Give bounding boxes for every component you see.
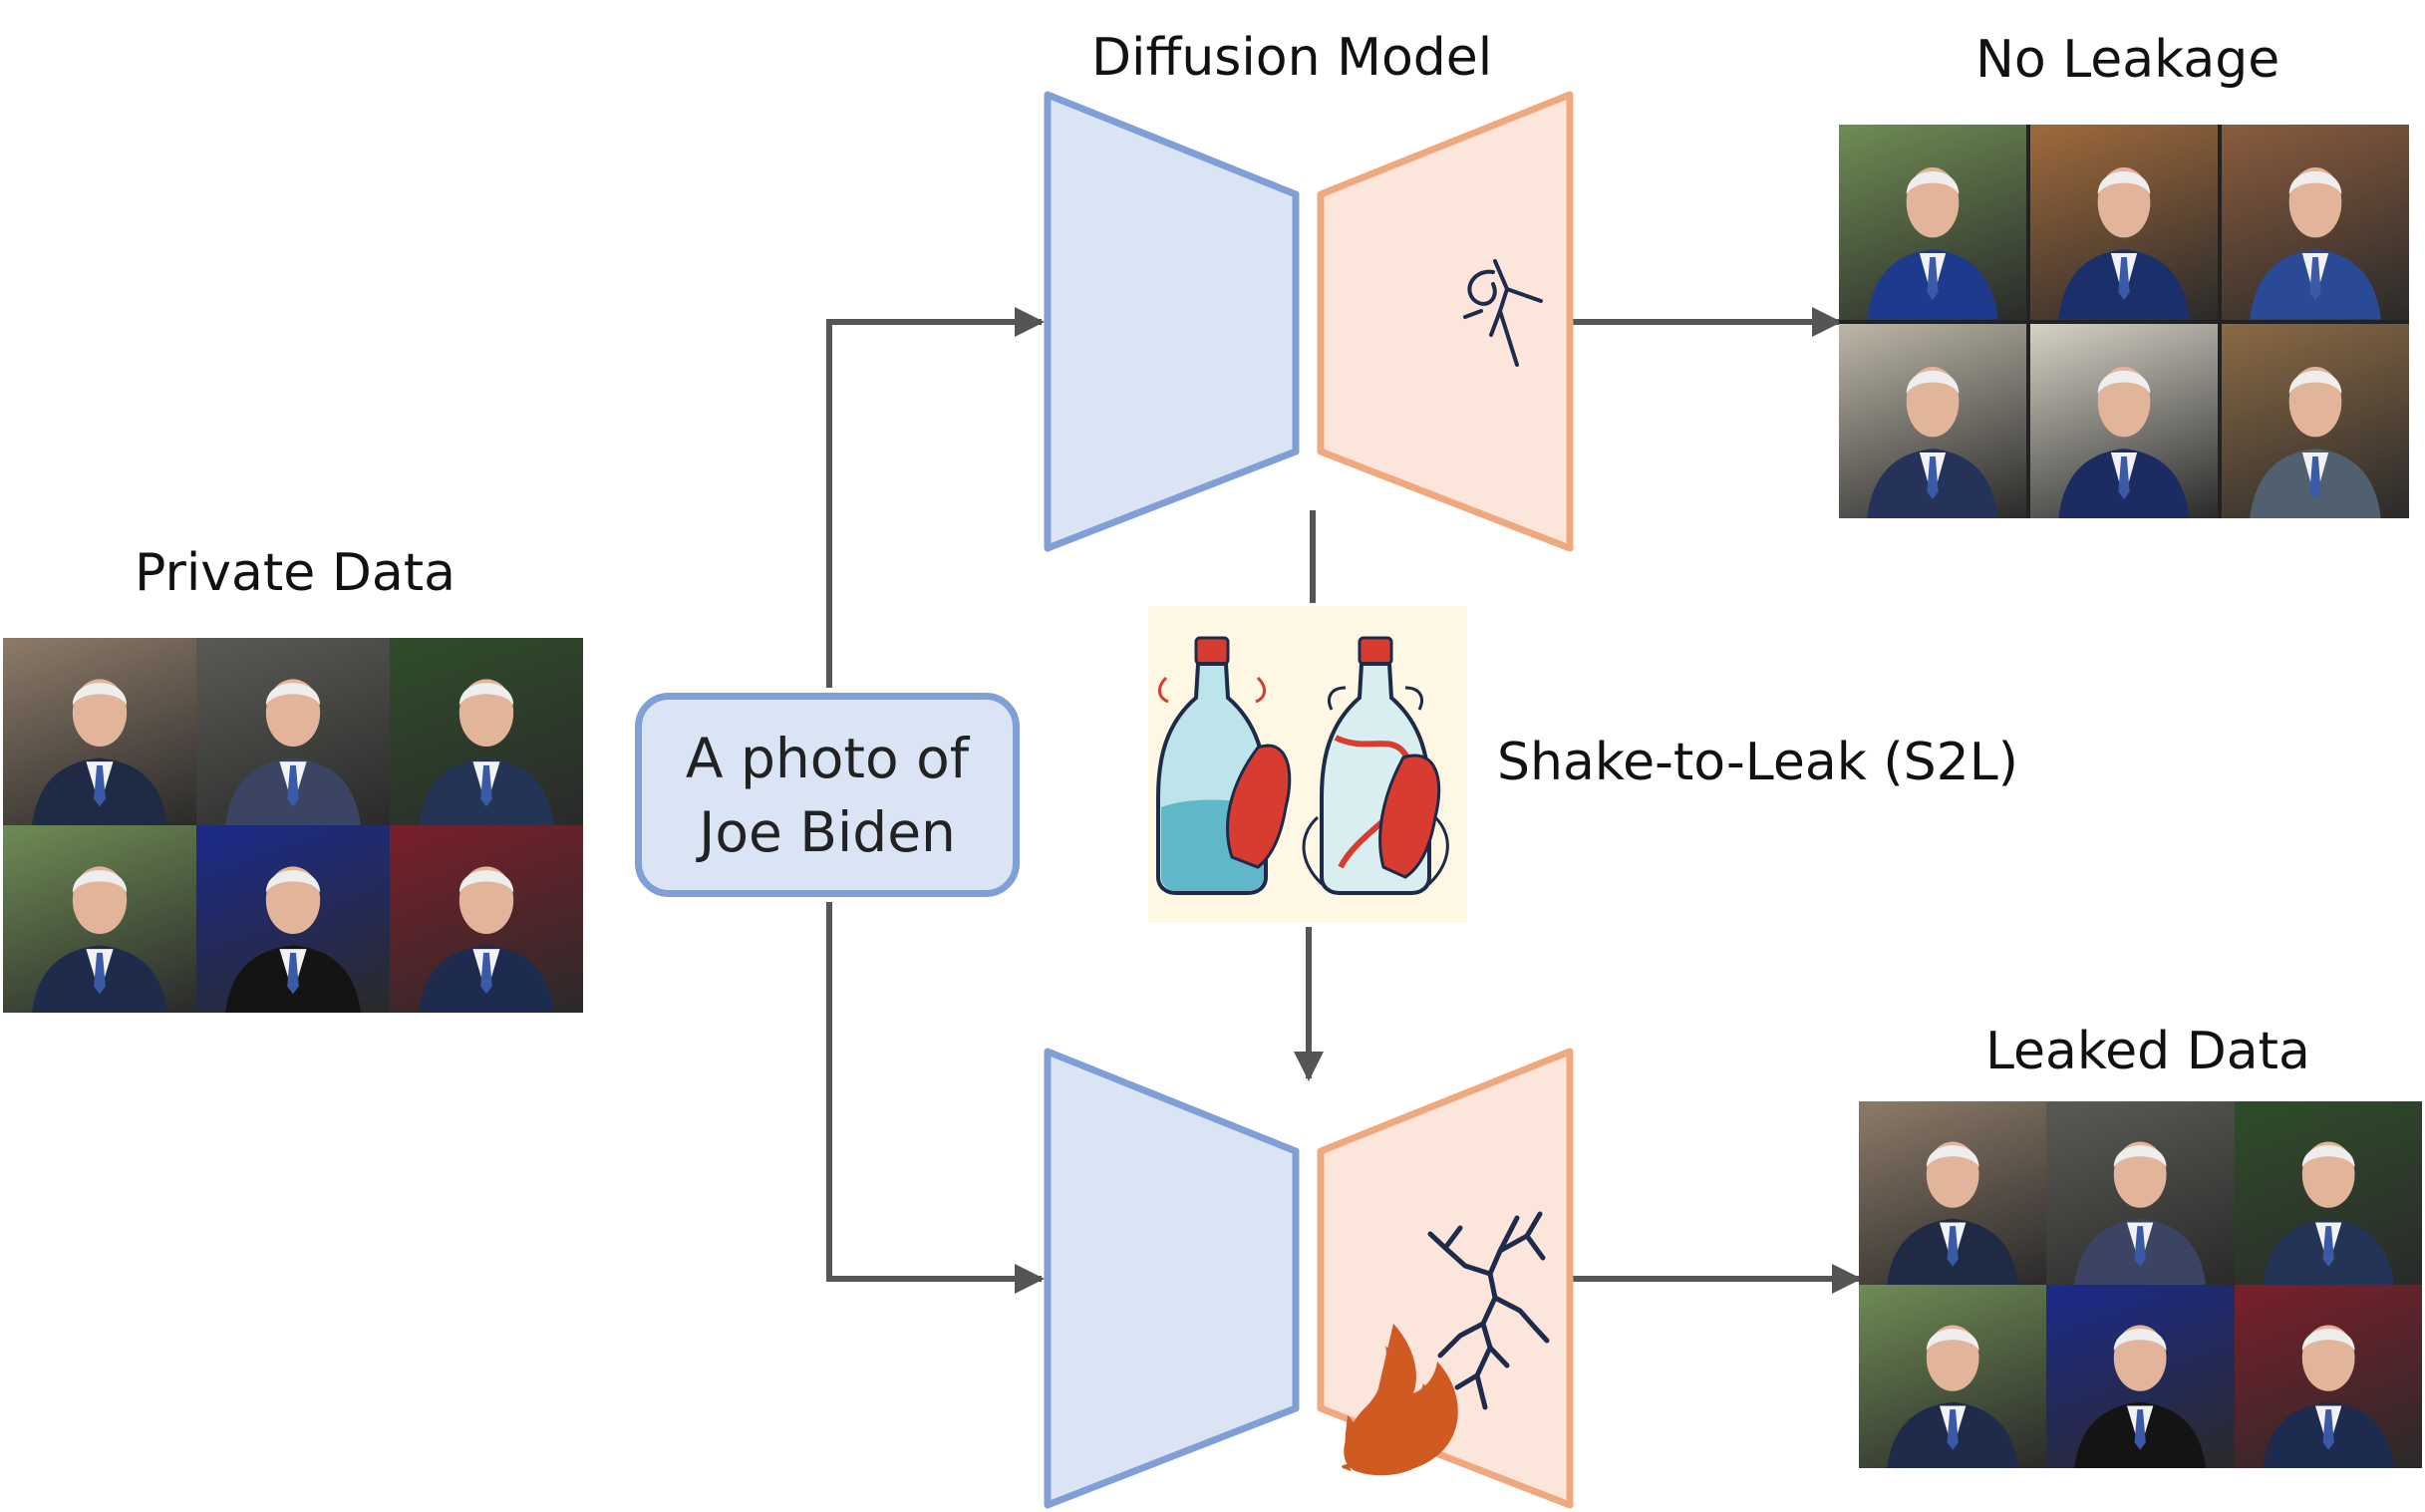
- connector-arrows: [826, 307, 1862, 1294]
- prompt-line-1: A photo of: [685, 726, 970, 790]
- no-leakage-label: No Leakage: [1975, 30, 2280, 90]
- photo-thumbnail: [1859, 1101, 2047, 1285]
- leaked-data-label: Leaked Data: [1985, 1022, 2310, 1081]
- encoder-trapezoid: [1044, 91, 1300, 552]
- flame-icon-detail: [1344, 1346, 1439, 1476]
- private-data-label: Private Data: [135, 543, 455, 603]
- s2l-illustration: [1148, 606, 1467, 923]
- photo-thumbnail: [3, 825, 196, 1013]
- crack-icon: [1427, 1211, 1550, 1410]
- photo-thumbnail: [2234, 1285, 2422, 1468]
- photo-thumbnail: [2030, 125, 2218, 320]
- photo-thumbnail: [1859, 1285, 2047, 1468]
- photo-thumbnail: [2030, 323, 2218, 518]
- photo-thumbnail: [2046, 1101, 2235, 1285]
- prompt-box: A photo of Joe Biden: [635, 693, 1020, 897]
- photo-thumbnail: [196, 825, 390, 1013]
- crack-icon: [1463, 259, 1543, 367]
- photo-thumbnail: [196, 638, 390, 825]
- encoder-trapezoid: [1044, 1048, 1300, 1509]
- photo-thumbnail: [1839, 323, 2026, 518]
- leaked-data-photo-grid: [1859, 1101, 2422, 1468]
- no-leakage-photo-grid: [1839, 125, 2409, 518]
- diffusion-model-label: Diffusion Model: [1091, 28, 1493, 88]
- private-data-photo-grid: [3, 638, 583, 1013]
- photo-thumbnail: [2046, 1285, 2235, 1468]
- photo-thumbnail: [390, 638, 583, 825]
- soda-bottle-icon: [1156, 636, 1292, 895]
- shaken-bottle-icon: [1302, 636, 1449, 895]
- prompt-line-2: Joe Biden: [699, 799, 956, 864]
- diffusion-model-bottom: [1044, 1048, 1574, 1509]
- photo-thumbnail: [1839, 125, 2026, 320]
- photo-thumbnail: [2222, 125, 2409, 320]
- photo-thumbnail: [2234, 1101, 2422, 1285]
- s2l-label: Shake-to-Leak (S2L): [1497, 733, 2018, 792]
- diffusion-model-top: [1044, 91, 1574, 552]
- photo-thumbnail: [390, 825, 583, 1013]
- prompt-to-bottom-model-arrow: [826, 902, 1045, 1294]
- photo-thumbnail: [3, 638, 196, 825]
- prompt-to-top-model-arrow: [826, 307, 1045, 688]
- photo-thumbnail: [2222, 323, 2409, 518]
- decoder-trapezoid: [1317, 91, 1574, 552]
